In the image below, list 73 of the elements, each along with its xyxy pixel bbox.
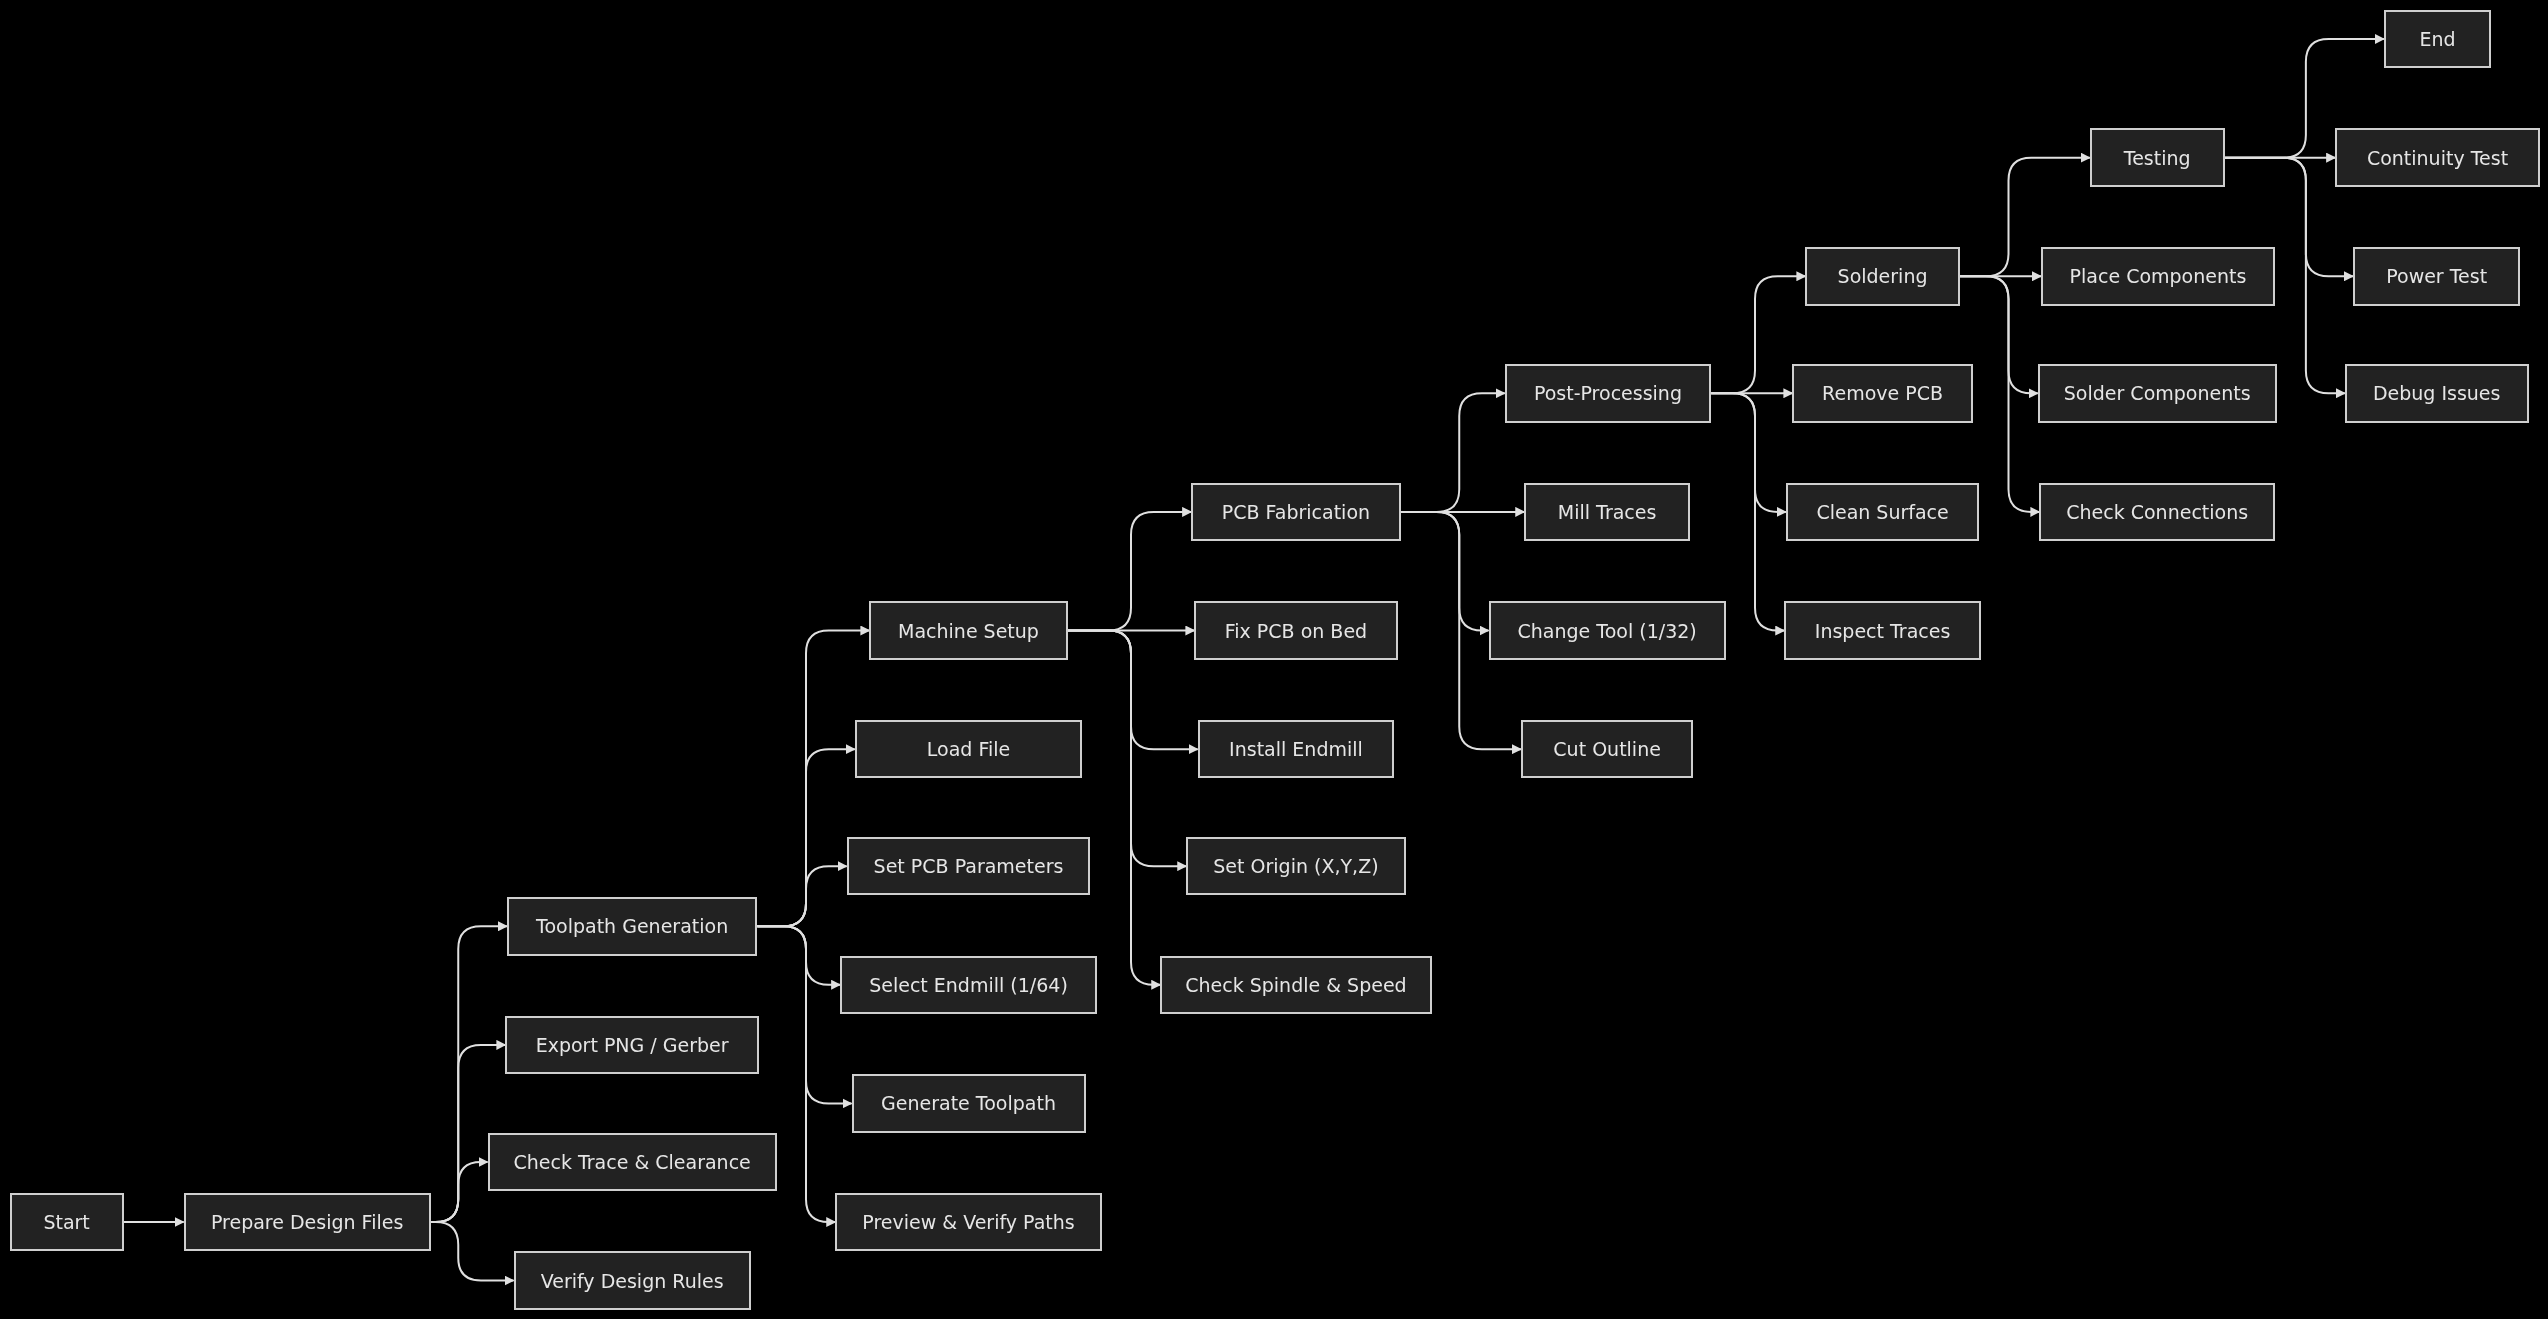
arrow <box>429 1221 515 1286</box>
process-box <box>2335 128 2540 187</box>
process-box <box>513 1251 751 1310</box>
node-label: Continuity Test <box>2366 146 2509 169</box>
node-label: Export PNG / Gerber <box>535 1033 729 1056</box>
node-label: Check Spindle & Speed <box>1185 973 1407 996</box>
process-box <box>2344 364 2529 423</box>
process-box <box>869 601 1068 660</box>
process-box <box>835 1192 1102 1252</box>
node-label: Fix PCB on Bed <box>1224 619 1368 642</box>
node-label: Generate Toolpath <box>881 1092 1056 1115</box>
process-box <box>1488 601 1726 660</box>
process-box <box>1805 247 1960 306</box>
process-box <box>183 1192 431 1252</box>
node-label: Set Origin (X,Y,Z) <box>1213 855 1379 878</box>
process-box <box>1186 836 1406 896</box>
node-label: Testing <box>2123 146 2191 169</box>
node-label: Verify Design Rules <box>540 1269 724 1292</box>
node-label: Machine Setup <box>898 619 1039 642</box>
arrow <box>1710 392 1786 636</box>
node-label: Install Endmill <box>1229 738 1363 761</box>
process-box <box>1160 955 1432 1014</box>
node-label: Inspect Traces <box>1814 619 1951 642</box>
process-box <box>2089 128 2225 187</box>
node-label: Check Trace & Clearance <box>513 1150 751 1173</box>
node-label: Toolpath Generation <box>536 915 729 938</box>
process-box <box>505 1015 759 1075</box>
node-label: Mill Traces <box>1557 500 1657 523</box>
process-box <box>1521 719 1694 779</box>
process-box <box>1504 364 1712 423</box>
process-box <box>2353 247 2521 306</box>
process-box <box>1784 601 1981 660</box>
process-box <box>487 1132 777 1192</box>
node-label: Prepare Design Files <box>210 1211 404 1233</box>
node-label: Place Components <box>2069 265 2247 288</box>
node-label: Change Tool (1/32) <box>1517 619 1697 642</box>
arrow <box>122 1217 185 1227</box>
arrow <box>1066 629 1162 990</box>
node-label: Check Connections <box>2066 500 2249 523</box>
process-box <box>840 955 1097 1014</box>
process-box <box>1792 364 1973 423</box>
process-box <box>846 836 1091 896</box>
arrow <box>1958 275 2041 517</box>
node-label: Power Test <box>2386 265 2488 288</box>
node-label: Solder Components <box>2063 382 2251 405</box>
node-label: Remove PCB <box>1822 382 1943 405</box>
arrow <box>756 925 837 1227</box>
process-box <box>1197 719 1395 779</box>
node-label: Load File <box>926 738 1011 761</box>
node-label: Preview & Verify Paths <box>862 1211 1075 1233</box>
node-label: Debug Issues <box>2372 382 2501 405</box>
arrow <box>2223 156 2346 399</box>
node-label: Set PCB Parameters <box>873 855 1064 878</box>
process-box <box>1194 601 1398 660</box>
node-label: Select Endmill (1/64) <box>869 973 1068 996</box>
process-box <box>2037 364 2277 423</box>
node-label: PCB Fabrication <box>1221 500 1371 523</box>
process-box <box>851 1074 1086 1133</box>
process-box <box>1191 482 1401 542</box>
process-box <box>1524 482 1690 542</box>
node-label: Soldering <box>1837 265 1928 288</box>
node-label: Start <box>43 1211 90 1233</box>
node-label: End <box>2419 28 2456 50</box>
node-label: Cut Outline <box>1553 738 1661 761</box>
process-box <box>9 1192 124 1252</box>
process-box <box>1785 482 1980 542</box>
process-box <box>2039 482 2275 542</box>
node-label: Post-Processing <box>1533 382 1682 405</box>
node-label: Clean Surface <box>1816 500 1949 523</box>
process-box <box>507 897 758 956</box>
process-box <box>2041 247 2275 306</box>
process-box <box>854 719 1083 779</box>
process-box <box>2383 9 2492 69</box>
